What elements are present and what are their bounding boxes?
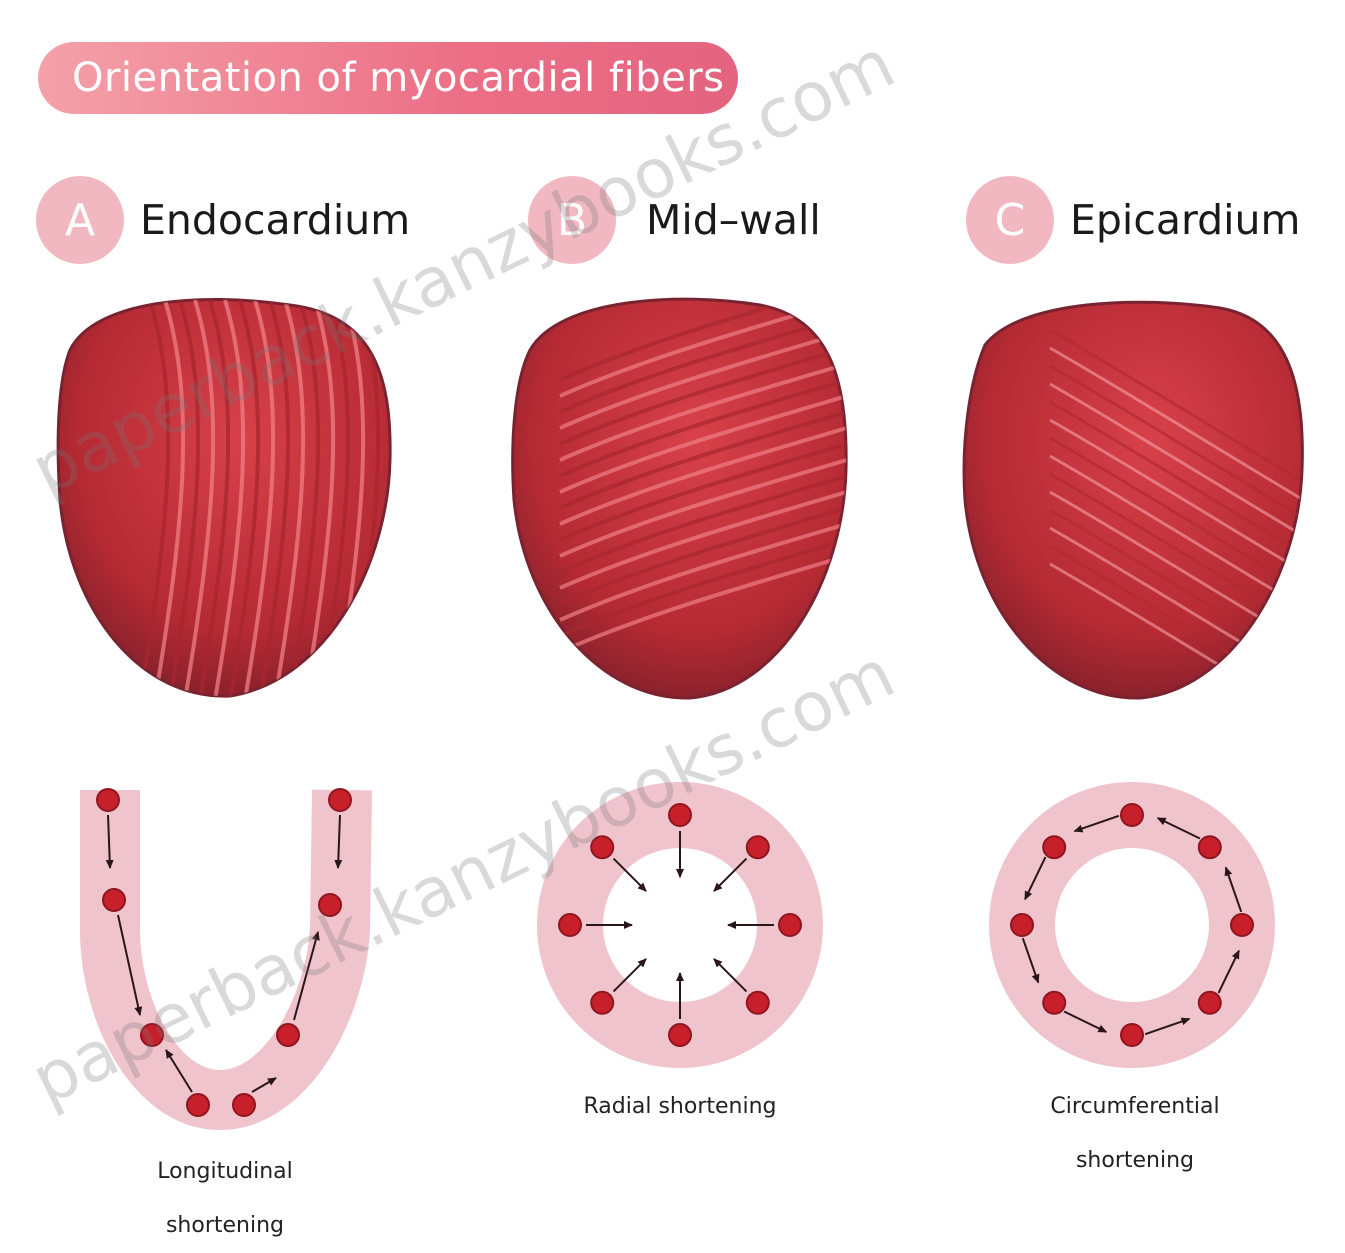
circumferential-ring	[1011, 804, 1253, 1046]
cell-node	[329, 789, 351, 811]
cell-node	[669, 804, 691, 826]
cell-node	[233, 1094, 255, 1116]
cell-node	[1043, 992, 1065, 1014]
cell-node	[277, 1024, 299, 1046]
cell-node	[187, 1094, 209, 1116]
cell-node	[1121, 1024, 1143, 1046]
cell-node	[1011, 914, 1033, 936]
caption-longitudinal: Longitudinal shortening	[120, 1145, 330, 1253]
heart-endocardium	[58, 299, 393, 700]
caption-circumferential-line2: shortening	[1020, 1134, 1250, 1188]
caption-radial: Radial shortening	[560, 1080, 800, 1134]
caption-circumferential: Circumferential shortening	[1020, 1080, 1250, 1188]
cell-node	[779, 914, 801, 936]
cell-node	[103, 889, 125, 911]
longitudinal-wall	[97, 789, 351, 1116]
cell-node	[591, 992, 613, 1014]
cell-node	[319, 894, 341, 916]
caption-longitudinal-line1: Longitudinal	[120, 1145, 330, 1199]
heart-epicardium	[964, 302, 1302, 714]
cell-node	[1199, 836, 1221, 858]
cell-node	[141, 1024, 163, 1046]
radial-nodes	[559, 804, 801, 1046]
cell-node	[1121, 804, 1143, 826]
caption-radial-line1: Radial shortening	[560, 1080, 800, 1134]
cell-node	[669, 1024, 691, 1046]
caption-circumferential-line1: Circumferential	[1020, 1080, 1250, 1134]
cell-node	[559, 914, 581, 936]
cell-node	[747, 992, 769, 1014]
cell-node	[1199, 992, 1221, 1014]
radial-ring	[559, 804, 801, 1046]
cell-node	[591, 836, 613, 858]
heart-mid-wall	[513, 280, 860, 698]
cell-node	[1043, 836, 1065, 858]
cell-node	[747, 836, 769, 858]
cell-node	[97, 789, 119, 811]
cell-node	[1231, 914, 1253, 936]
